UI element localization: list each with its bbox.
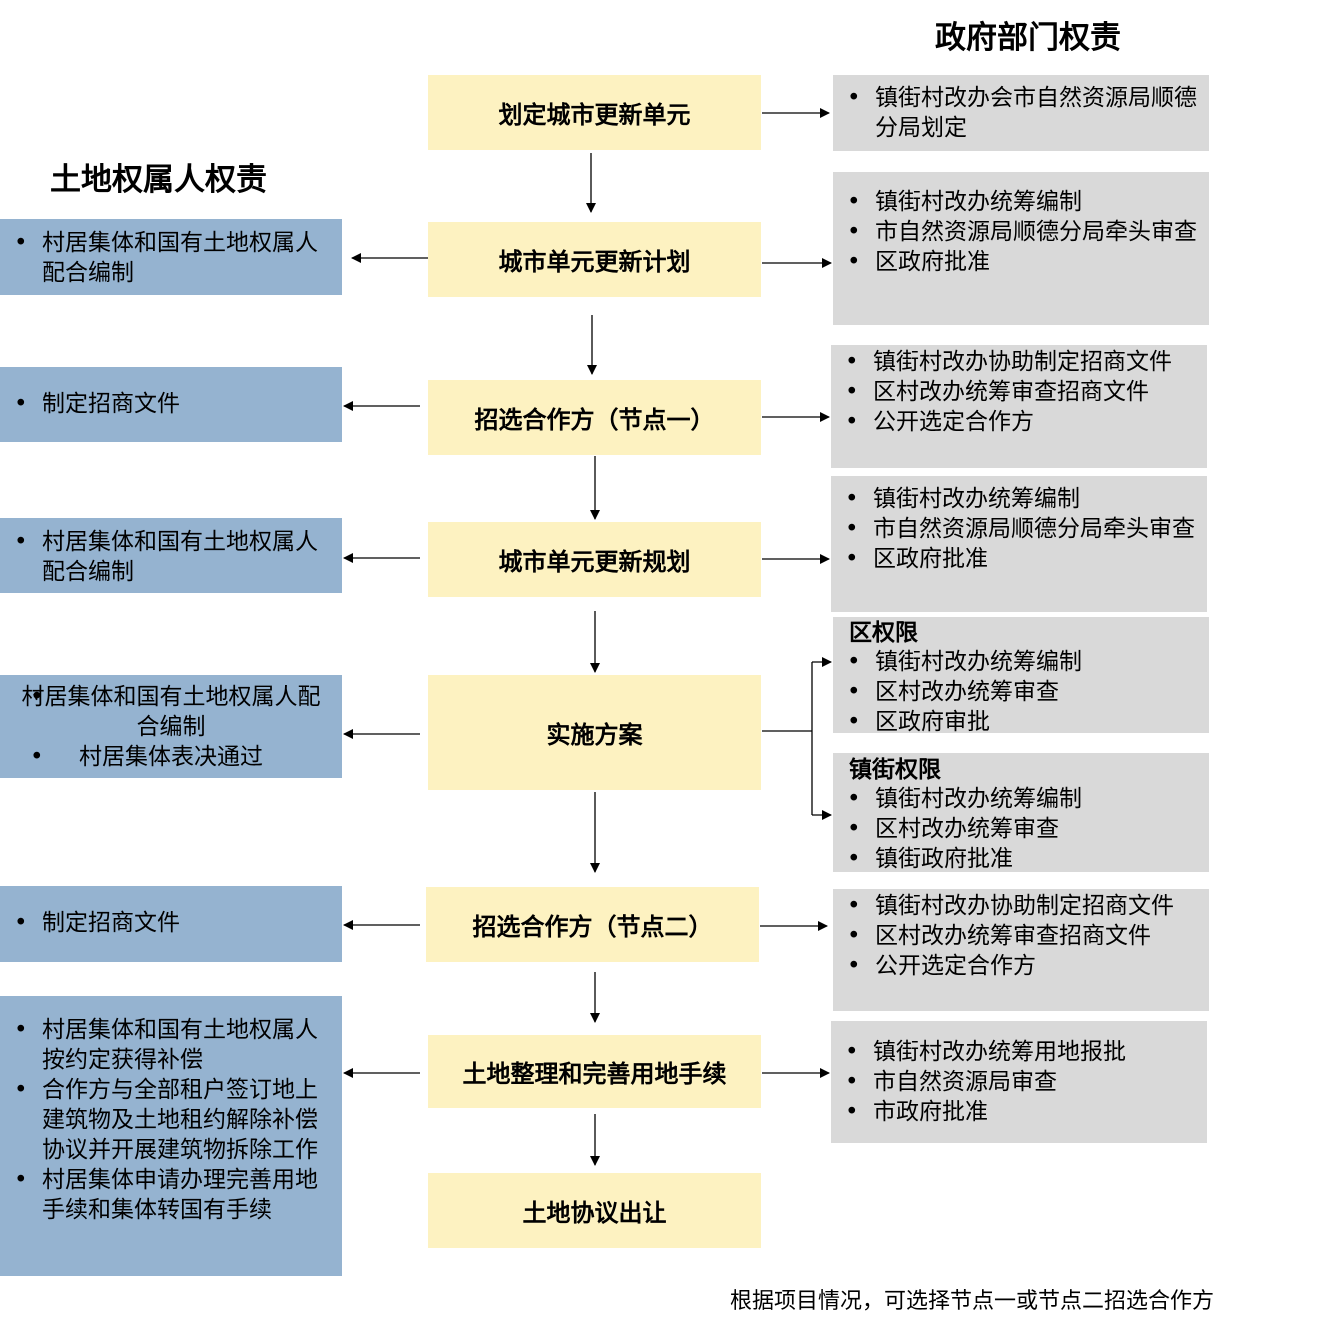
gov-box-district-authority: 区权限 镇街村改办统筹编制 区村改办统筹审查 区政府审批 [833,617,1209,737]
land-item: 村居集体表决通过 [16,742,326,772]
land-item: 村居集体和国有土地权属人按约定获得补偿 [0,1015,328,1075]
gov-item: 镇街村改办统筹用地报批 [831,1037,1207,1067]
gov-item: 市自然资源局顺德分局牵头审查 [833,217,1209,247]
step-define-unit: 划定城市更新单元 [428,75,761,150]
land-heading: 土地权属人权责 [50,162,267,198]
step-select-partner-2: 招选合作方（节点二） [426,887,759,962]
gov-box-select-partner-2: 镇街村改办协助制定招商文件 区村改办统筹审查招商文件 公开选定合作方 [833,889,1209,1011]
land-item: 村居集体申请办理完善用地手续和集体转国有手续 [0,1165,328,1225]
step-update-plan: 城市单元更新计划 [428,222,761,297]
land-box-select-partner-2: 制定招商文件 [0,886,342,962]
land-box-select-partner-1: 制定招商文件 [0,367,342,442]
town-authority-title: 镇街权限 [849,757,941,783]
land-item: 制定招商文件 [0,389,342,419]
gov-item: 镇街政府批准 [833,844,1209,874]
land-box-implementation: 村居集体和国有土地权属人配合编制 村居集体表决通过 [0,675,342,778]
step-land-transfer: 土地协议出让 [428,1173,761,1248]
step-select-partner-1: 招选合作方（节点一） [428,380,761,455]
footnote: 根据项目情况，可选择节点一或节点二招选合作方 [730,1289,1215,1314]
gov-item: 公开选定合作方 [831,407,1207,437]
gov-box-town-authority: 镇街权限 镇街村改办统筹编制 区村改办统筹审查 镇街政府批准 [833,753,1209,874]
gov-item: 市自然资源局审查 [831,1067,1207,1097]
gov-item: 镇街村改办统筹编制 [833,187,1209,217]
gov-item: 镇街村改办统筹编制 [833,784,1209,814]
land-box-land-consolidation: 村居集体和国有土地权属人按约定获得补偿 合作方与全部租户签订地上建筑物及土地租约… [0,996,342,1276]
gov-item: 镇街村改办会市自然资源局顺德分局划定 [833,83,1209,143]
gov-box-define-unit: 镇街村改办会市自然资源局顺德分局划定 [833,75,1209,151]
gov-item: 镇街村改办统筹编制 [833,647,1209,677]
gov-item: 镇街村改办协助制定招商文件 [831,347,1207,377]
gov-item: 区政府批准 [831,544,1207,574]
gov-item: 区村改办统筹审查招商文件 [833,921,1209,951]
gov-heading: 政府部门权责 [935,20,1121,56]
gov-box-land-consolidation: 镇街村改办统筹用地报批 市自然资源局审查 市政府批准 [831,1021,1207,1143]
district-authority-title: 区权限 [849,620,918,646]
land-item: 村居集体和国有土地权属人配合编制 [16,682,326,742]
gov-item: 区村改办统筹审查招商文件 [831,377,1207,407]
gov-box-update-planning: 镇街村改办统筹编制 市自然资源局顺德分局牵头审查 区政府批准 [831,476,1207,612]
land-item: 合作方与全部租户签订地上建筑物及土地租约解除补偿协议并开展建筑物拆除工作 [0,1075,328,1165]
land-item: 村居集体和国有土地权属人配合编制 [0,228,328,288]
gov-item: 区政府审批 [833,707,1209,737]
gov-item: 市自然资源局顺德分局牵头审查 [831,514,1207,544]
gov-item: 镇街村改办统筹编制 [831,484,1207,514]
gov-box-select-partner-1: 镇街村改办协助制定招商文件 区村改办统筹审查招商文件 公开选定合作方 [831,345,1207,468]
step-implementation: 实施方案 [428,675,761,790]
land-item: 村居集体和国有土地权属人配合编制 [0,527,328,587]
gov-box-update-plan: 镇街村改办统筹编制 市自然资源局顺德分局牵头审查 区政府批准 [833,172,1209,325]
gov-item: 市政府批准 [831,1097,1207,1127]
step-land-consolidation: 土地整理和完善用地手续 [428,1035,761,1108]
gov-item: 镇街村改办协助制定招商文件 [833,891,1209,921]
gov-item: 区村改办统筹审查 [833,814,1209,844]
gov-item: 区村改办统筹审查 [833,677,1209,707]
land-box-update-plan: 村居集体和国有土地权属人配合编制 [0,219,342,295]
land-box-update-planning: 村居集体和国有土地权属人配合编制 [0,518,342,593]
gov-item: 区政府批准 [833,247,1209,277]
land-item: 制定招商文件 [0,908,342,938]
gov-item: 公开选定合作方 [833,951,1209,981]
step-update-planning: 城市单元更新规划 [428,522,761,597]
